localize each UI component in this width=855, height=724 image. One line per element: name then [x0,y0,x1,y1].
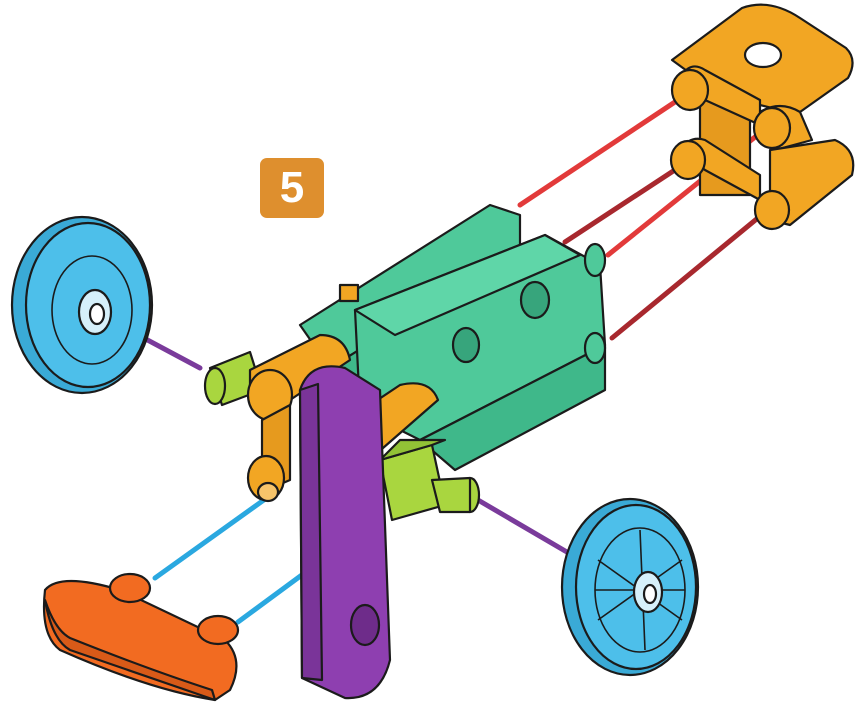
guide-line-red-1 [520,92,690,205]
guide-line-blue-1 [155,497,268,578]
purple-beam-icon [300,366,390,698]
wheel-right-icon [562,499,698,675]
guide-line-darkred-1 [565,160,690,242]
orange-cap-icon [44,574,238,700]
yellow-connector-top-icon [671,5,853,229]
guide-line-purple-right [478,500,572,555]
guide-line-darkred-2 [612,208,770,338]
step-number-badge: 5 [260,158,324,218]
wheel-left-icon [12,217,152,393]
